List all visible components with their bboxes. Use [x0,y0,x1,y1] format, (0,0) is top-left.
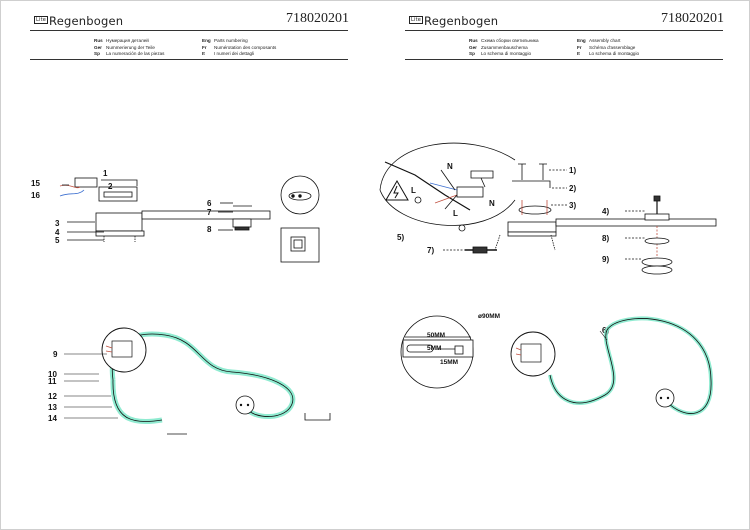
svg-text:2: 2 [108,182,113,191]
svg-text:5: 5 [55,236,60,245]
svg-text:1): 1) [569,166,576,175]
header-rule-top [30,30,348,31]
driver-housing [98,186,138,202]
connector-block-icon [456,186,484,198]
svg-text:8): 8) [602,234,609,243]
svg-text:N: N [489,199,495,208]
wire-blue [59,189,85,197]
svg-text:8: 8 [207,225,212,234]
earth-ground-icon [414,196,422,204]
svg-text:7: 7 [207,208,212,217]
base-plate [95,212,143,232]
svg-text:15MM: 15MM [440,359,458,366]
header-rule-bottom [405,59,723,60]
svg-text:9: 9 [53,350,58,359]
svg-text:11: 11 [48,377,57,386]
mounting-bracket [95,230,145,237]
svg-text:L: L [453,209,458,218]
brand-name: Regenbogen [49,14,124,28]
svg-text:6: 6 [207,199,212,208]
svg-text:5MM: 5MM [427,345,441,352]
svg-text:10: 10 [48,370,57,379]
svg-text:4): 4) [602,207,609,216]
article-number: 718020201 [661,11,724,26]
led-profile [555,218,717,227]
svg-text:16: 16 [31,191,40,200]
svg-text:1: 1 [103,169,108,178]
svg-text:2): 2) [569,184,576,193]
header-rule-bottom [30,59,348,60]
wire-red [59,184,81,189]
svg-text:9): 9) [602,255,609,264]
svg-text:7): 7) [427,246,434,255]
assembly-drawing: N L L N 1) 2) 3) 4) 5) 6) 7) 8) 9) ø90MM… [379,142,717,416]
connector-block-icon [74,177,98,188]
parts-drawing: 1 2 3 4 5 6 7 8 15 16 9 10 [31,169,331,435]
svg-text:ø90MM: ø90MM [478,313,500,320]
svg-text:14: 14 [48,414,57,423]
led-profile [141,210,271,220]
svg-text:3): 3) [569,201,576,210]
svg-text:15: 15 [31,179,40,188]
svg-text:13: 13 [48,403,57,412]
svg-text:50MM: 50MM [427,332,445,339]
high-voltage-warning-icon [385,180,409,201]
svg-text:3: 3 [55,219,60,228]
svg-text:L: L [411,186,416,195]
brand-mark: Lite [34,16,49,24]
article-number: 718020201 [286,11,349,26]
header-rule-top [405,30,723,31]
svg-text:4: 4 [55,228,60,237]
svg-text:N: N [447,162,453,171]
svg-text:5): 5) [397,233,404,242]
svg-text:12: 12 [48,392,57,401]
